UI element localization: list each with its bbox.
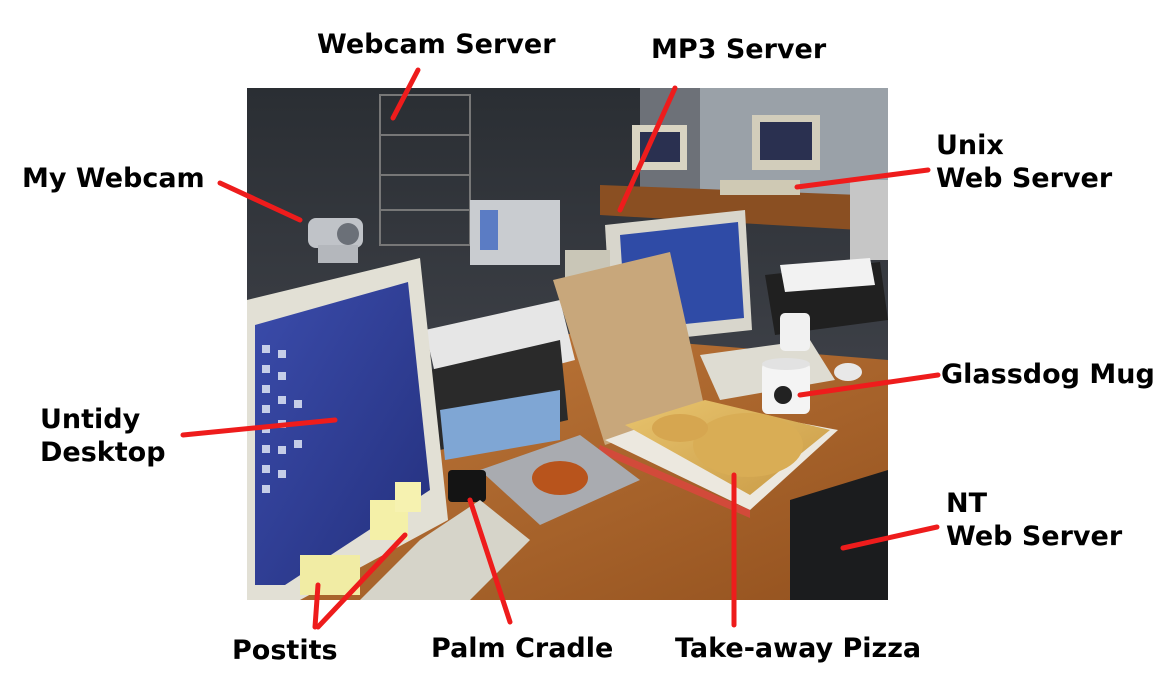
pointer-palm-cradle — [467, 497, 513, 625]
pointer-postits-2 — [315, 532, 408, 630]
label-nt-line1: NT — [946, 488, 988, 519]
annotation-pointers — [180, 67, 941, 630]
label-unix-line2: Web Server — [936, 163, 1113, 194]
main-monitor — [247, 258, 448, 600]
pointer-my-webcam — [217, 180, 303, 223]
webcam — [308, 218, 363, 263]
label-unix-line1: Unix — [936, 130, 1004, 161]
label-webcam-server: Webcam Server — [317, 29, 556, 60]
label-untidy-line1: Untidy — [40, 404, 141, 435]
label-unix-web-server: Unix Web Server — [936, 129, 1112, 195]
label-palm-cradle: Palm Cradle — [431, 633, 614, 664]
pointer-glassdog-mug — [797, 372, 941, 398]
pizza-box — [553, 252, 838, 518]
office-photo — [247, 88, 888, 600]
label-untidy-line2: Desktop — [40, 437, 166, 468]
pointer-webcam-server — [390, 67, 421, 121]
pointer-postits-1 — [312, 582, 321, 630]
pointer-unix-web-server — [794, 167, 931, 190]
pointer-untidy-desktop — [180, 417, 338, 438]
label-my-webcam: My Webcam — [22, 163, 205, 194]
label-takeaway-pizza: Take-away Pizza — [675, 633, 922, 664]
label-mp3-server: MP3 Server — [651, 34, 827, 65]
label-postits: Postits — [232, 635, 338, 666]
label-nt-line2: Web Server — [946, 521, 1123, 552]
label-glassdog-mug: Glassdog Mug — [941, 359, 1155, 390]
label-nt-web-server: NT Web Server — [946, 487, 1122, 553]
pointer-mp3-server — [617, 85, 678, 213]
pointer-nt-web-server — [840, 524, 940, 551]
shelving-unit — [379, 94, 471, 246]
glassdog-mug — [762, 358, 810, 414]
label-untidy-desktop: Untidy Desktop — [40, 403, 166, 469]
